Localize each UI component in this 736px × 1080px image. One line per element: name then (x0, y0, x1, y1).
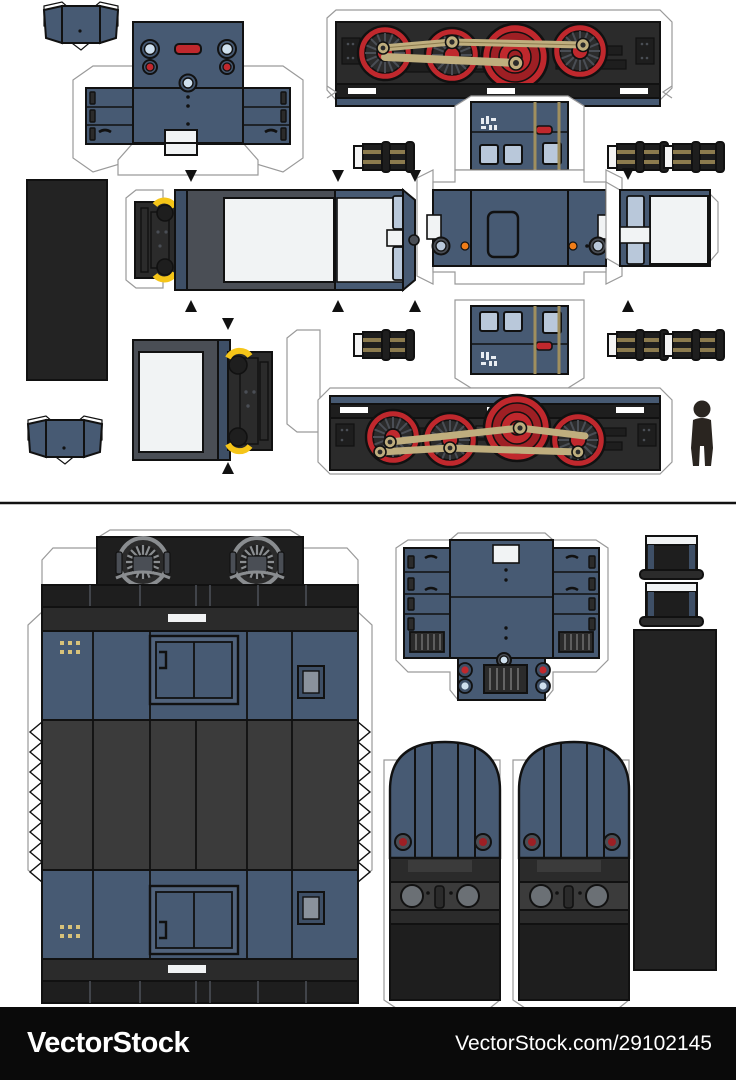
part-coach-vent-a (639, 535, 704, 580)
part-coach-body-net (27, 529, 373, 1004)
part-smokebox-front-fan (42, 1, 120, 51)
sheet-locomotive (26, 1, 725, 475)
part-coach-end-right (512, 740, 631, 1009)
part-black-panel-right (633, 629, 717, 971)
part-smokebox-rear-fan (26, 415, 104, 465)
part-cab-front-top (454, 95, 585, 171)
part-boiler-front-box (72, 21, 304, 176)
watermark-bar: VectorStock VectorStock.com/29102145 (0, 1007, 736, 1080)
watermark-url: VectorStock.com/29102145 (455, 1031, 712, 1055)
part-scale-figure (691, 400, 713, 466)
part-coach-end-left (383, 740, 502, 1009)
sheet-coach (27, 529, 717, 1009)
watermark-brand: VectorStock (27, 1027, 190, 1059)
part-tender-body-b (132, 329, 321, 461)
part-coach-vent-b (639, 582, 704, 627)
part-side-view-top (326, 9, 673, 107)
part-cab-side-right (605, 180, 719, 267)
part-coach-roof-net (395, 532, 609, 701)
part-tender-body-a (125, 187, 420, 293)
part-cab-net (416, 169, 623, 285)
part-cab-front-bottom (454, 299, 585, 389)
part-side-view-bottom (317, 387, 673, 475)
part-black-panel-left (26, 179, 108, 381)
